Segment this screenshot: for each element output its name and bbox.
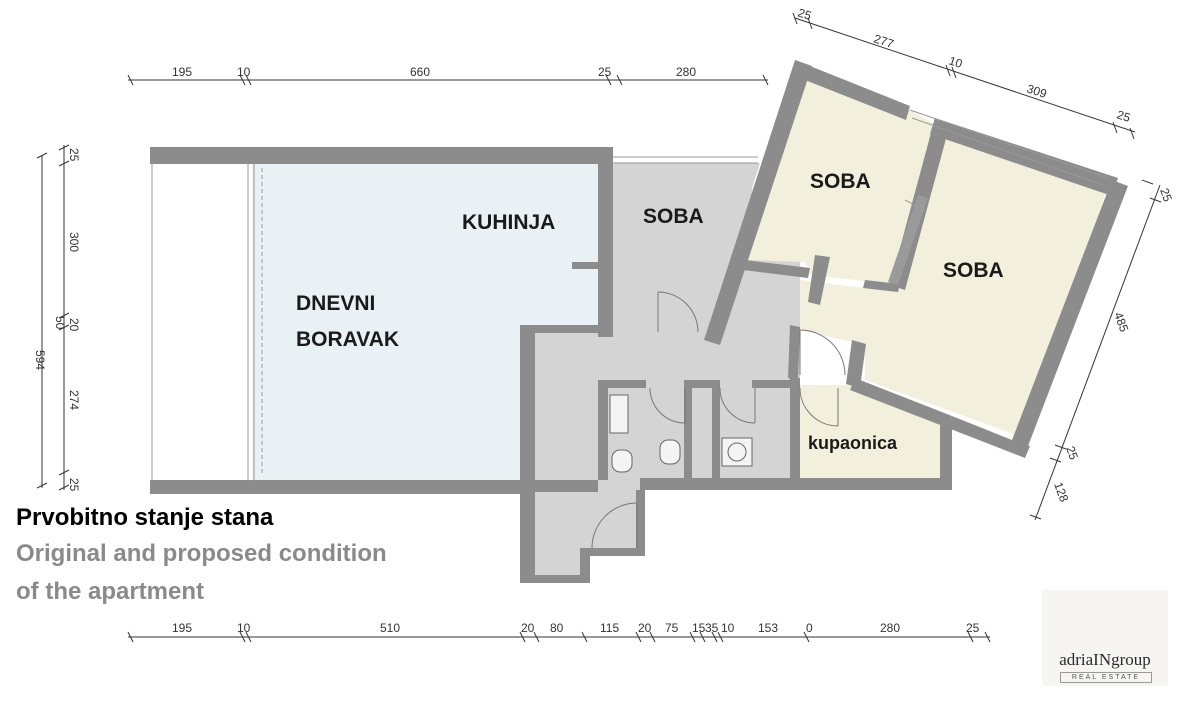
- dim-bottom-14: 280: [880, 621, 900, 635]
- wardrobe: [888, 195, 928, 285]
- dim-bottom-8: 75: [665, 621, 679, 635]
- dim-left-outer: 594: [33, 350, 47, 370]
- caption-line1: Prvobitno stanje stana: [16, 504, 274, 531]
- soba-hall-label: SOBA: [643, 205, 704, 228]
- dim-bottom-9: 15: [692, 621, 706, 635]
- dim-bottom-13: 0: [806, 621, 813, 635]
- dim-tr-5: 25: [1115, 108, 1132, 126]
- window-lines: [151, 109, 1109, 481]
- bedroom-top-label: SOBA: [810, 170, 871, 193]
- corridor-lower: [530, 490, 640, 578]
- dim-left-6: 25: [67, 478, 81, 492]
- dim-bottom-7: 20: [638, 621, 652, 635]
- dim-bottom-4: 20: [521, 621, 535, 635]
- dim-top-4: 25: [598, 65, 612, 79]
- dim-left-5: 274: [67, 390, 81, 410]
- angled-walls: [704, 60, 1128, 458]
- dim-right-1: 25: [1157, 186, 1175, 204]
- bathroom-fixtures: [609, 394, 753, 473]
- dim-bottom-6: 115: [600, 621, 619, 635]
- dim-bottom-15: 25: [966, 621, 980, 635]
- doors: [591, 291, 846, 549]
- dim-bottom-5: 80: [550, 621, 564, 635]
- dim-tr-3: 10: [947, 54, 964, 72]
- dim-bottom-3: 510: [380, 621, 400, 635]
- kitchen-label: KUHINJA: [462, 211, 555, 234]
- dim-bottom-1: 195: [172, 621, 192, 635]
- dim-right-2: 485: [1111, 310, 1131, 334]
- caption-line3: of the apartment: [16, 578, 205, 605]
- dim-bottom-10: 35: [705, 621, 719, 635]
- dim-top-5: 280: [676, 65, 696, 79]
- dim-top-2: 10: [237, 65, 251, 79]
- corridor-area: [530, 255, 800, 495]
- living-room-label-line1: DNEVNI: [296, 292, 375, 315]
- bedroom-right-label: SOBA: [943, 259, 1004, 282]
- walls: [150, 147, 952, 583]
- dim-right-4: 128: [1051, 480, 1071, 504]
- logo-subtitle: REAL ESTATE: [1060, 672, 1152, 683]
- logo-name: adriaINgroup: [1059, 650, 1151, 669]
- bedroom-right-area: [800, 122, 1110, 440]
- dim-bottom-12: 153: [758, 621, 778, 635]
- dim-left-2: 300: [67, 232, 81, 252]
- dim-right-3: 25: [1063, 444, 1081, 462]
- dim-tr-4: 309: [1025, 82, 1049, 102]
- bedroom-top-area: [748, 66, 945, 285]
- bathroom-label: kupaonica: [808, 433, 898, 453]
- dim-tr-1: 25: [796, 6, 813, 24]
- caption-line2: Original and proposed condition: [16, 540, 387, 567]
- dimension-lines: [36, 12, 1162, 643]
- dim-left-1: 25: [67, 148, 81, 162]
- dim-left-4: 50: [53, 316, 67, 330]
- dim-tr-2: 277: [872, 32, 896, 52]
- soba-hall-area: [612, 163, 760, 335]
- living-room-label-line2: BORAVAK: [296, 328, 399, 351]
- dim-bottom-2: 10: [237, 621, 251, 635]
- dim-left-3: 20: [67, 318, 81, 332]
- dim-top-3: 660: [410, 65, 430, 79]
- dim-top-1: 195: [172, 65, 192, 79]
- dim-bottom-11: 10: [721, 621, 735, 635]
- company-logo: adriaINgroup REAL ESTATE: [1042, 590, 1168, 686]
- balcony-area: [152, 163, 252, 481]
